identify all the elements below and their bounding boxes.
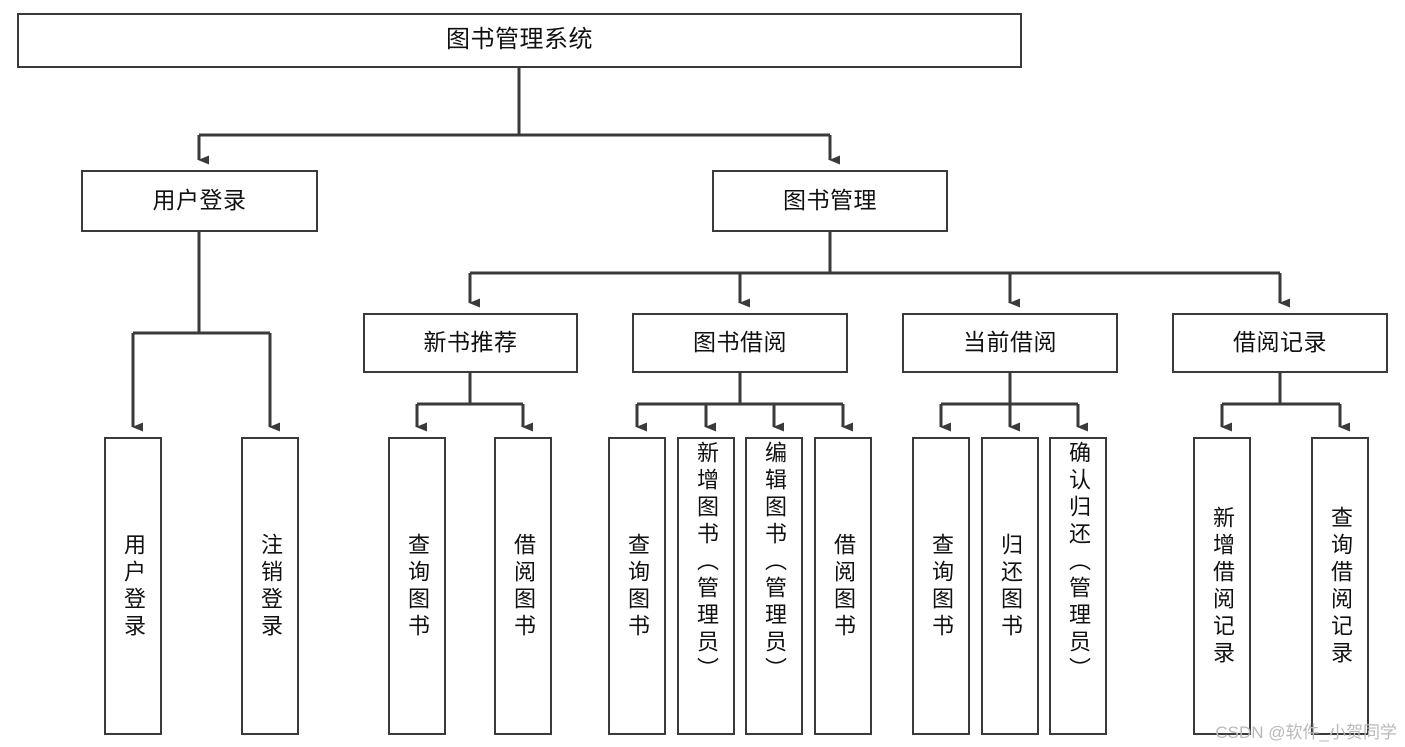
node-leaf-borrow-book-2[interactable]: 借阅图书 [814,437,872,735]
csdn-watermark: CSDN @软件_小贺同学 [1215,723,1397,742]
node-label: 图书管理 [783,187,877,214]
node-label: 当前借阅 [963,329,1057,356]
node-book-manage[interactable]: 图书管理 [712,170,948,232]
node-label: 图书管理系统 [446,26,593,54]
node-leaf-edit-book[interactable]: 编辑图书（管理员） [745,437,803,735]
node-leaf-query-book-3[interactable]: 查询图书 [912,437,970,735]
node-label: 用户登录 [121,533,146,641]
node-leaf-query-book-2[interactable]: 查询图书 [608,437,666,735]
node-label: 查询图书 [625,533,650,641]
node-leaf-borrow-book-1[interactable]: 借阅图书 [494,437,552,735]
node-leaf-return-book[interactable]: 归还图书 [981,437,1039,735]
node-label: 图书借阅 [693,329,787,356]
node-current-borrow[interactable]: 当前借阅 [902,313,1118,373]
node-leaf-confirm-return[interactable]: 确认归还（管理员） [1049,437,1107,735]
node-label: 新书推荐 [423,329,518,356]
node-leaf-user-logout[interactable]: 注销登录 [241,437,299,735]
node-label: 新增借阅记录 [1210,506,1235,668]
node-borrow-record[interactable]: 借阅记录 [1172,313,1388,373]
node-label: 用户登录 [152,187,247,214]
node-label: 编辑图书（管理员） [762,441,787,684]
node-label: 查询借阅记录 [1328,506,1353,668]
node-label: 注销登录 [258,533,283,641]
node-label: 借阅图书 [511,533,536,641]
node-label: 归还图书 [998,533,1023,641]
node-leaf-add-borrow-record[interactable]: 新增借阅记录 [1193,437,1251,735]
node-label: 查询图书 [929,533,954,641]
node-label: 确认归还（管理员） [1066,441,1091,684]
node-leaf-user-login[interactable]: 用户登录 [104,437,162,735]
node-root-system[interactable]: 图书管理系统 [17,13,1022,68]
node-leaf-query-book-1[interactable]: 查询图书 [388,437,446,735]
node-label: 查询图书 [405,533,430,641]
node-leaf-query-borrow-record[interactable]: 查询借阅记录 [1311,437,1369,735]
node-new-book-recommend[interactable]: 新书推荐 [363,313,578,373]
node-label: 借阅记录 [1233,329,1327,356]
node-user-login[interactable]: 用户登录 [81,170,318,232]
node-label: 新增图书（管理员） [694,441,719,684]
node-label: 借阅图书 [831,533,856,641]
node-leaf-add-book[interactable]: 新增图书（管理员） [677,437,735,735]
node-book-borrow[interactable]: 图书借阅 [632,313,848,373]
